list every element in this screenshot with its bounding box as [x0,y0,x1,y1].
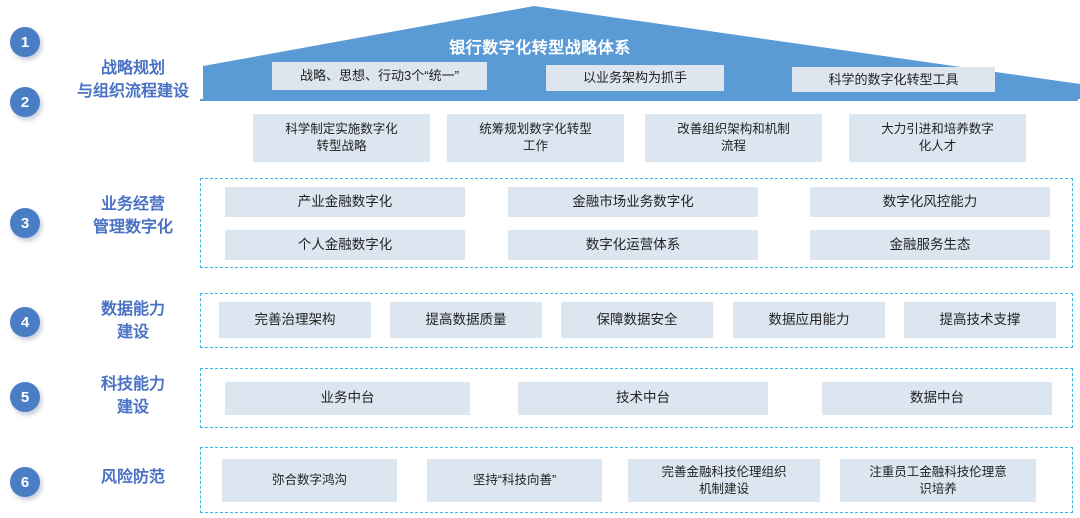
step-badge-3[interactable]: 3 [10,208,40,238]
business-chip-4[interactable]: 个人金融数字化 [225,230,465,260]
rail-label-strategy-line2: 与组织流程建设 [76,83,189,101]
data-chip-4[interactable]: 数据应用能力 [733,302,885,338]
left-rail: 1 2 3 4 5 6 战略规划 与组织流程建设 业务经营 管理数字化 数据能力… [0,0,200,518]
rail-label-tech: 科技能力 建设 [58,373,208,419]
risk-chip-4[interactable]: 注重员工金融科技伦理意识培养 [840,459,1036,502]
strategy-chip-4[interactable]: 大力引进和培养数字化人才 [849,114,1026,162]
rail-label-business: 业务经营 管理数字化 [58,193,208,239]
data-chip-1[interactable]: 完善治理架构 [219,302,371,338]
step-badge-2[interactable]: 2 [10,87,40,117]
rail-label-business-line2: 管理数字化 [92,219,173,237]
band-chip-2[interactable]: 以业务架构为抓手 [546,65,724,91]
band-underline [200,99,1078,101]
step-badge-6[interactable]: 6 [10,467,40,497]
section-data-container [200,293,1073,348]
rail-label-data-line1: 数据能力 [100,301,165,318]
rail-label-tech-line2: 建设 [116,399,149,417]
section-business-container [200,178,1073,268]
step-badge-4[interactable]: 4 [10,307,40,337]
step-badge-5[interactable]: 5 [10,382,40,412]
business-chip-6[interactable]: 金融服务生态 [810,230,1050,260]
rail-label-strategy: 战略规划 与组织流程建设 [58,57,208,103]
data-chip-2[interactable]: 提高数据质量 [390,302,542,338]
rail-label-risk: 风险防范 [58,466,208,489]
strategy-chip-3[interactable]: 改善组织架构和机制流程 [645,114,822,162]
page-title: 银行数字化转型战略体系 [449,40,631,57]
rail-label-strategy-line1: 战略规划 [100,60,165,77]
band-chip-1[interactable]: 战略、思想、行动3个“统一” [272,62,487,90]
section-risk-container [200,447,1073,513]
rail-label-business-line1: 业务经营 [100,196,165,213]
business-chip-2[interactable]: 金融市场业务数字化 [508,187,758,217]
rail-label-data: 数据能力 建设 [58,298,208,344]
risk-chip-3[interactable]: 完善金融科技伦理组织机制建设 [628,459,820,502]
tech-chip-2[interactable]: 技术中台 [518,382,768,415]
tech-chip-3[interactable]: 数据中台 [822,382,1052,415]
rail-label-data-line2: 建设 [116,324,149,342]
band-chip-3[interactable]: 科学的数字化转型工具 [792,67,995,92]
data-chip-5[interactable]: 提高技术支撑 [904,302,1056,338]
data-chip-3[interactable]: 保障数据安全 [561,302,713,338]
tech-chip-1[interactable]: 业务中台 [225,382,470,415]
strategy-chip-2[interactable]: 统筹规划数字化转型工作 [447,114,624,162]
rail-label-risk-line1: 风险防范 [100,469,165,486]
risk-chip-1[interactable]: 弥合数字鸿沟 [222,459,397,502]
business-chip-1[interactable]: 产业金融数字化 [225,187,465,217]
rail-label-tech-line1: 科技能力 [100,376,165,393]
business-chip-5[interactable]: 数字化运营体系 [508,230,758,260]
step-badge-1[interactable]: 1 [10,27,40,57]
strategy-chip-1[interactable]: 科学制定实施数字化转型战略 [253,114,430,162]
section-tech-container [200,368,1073,428]
business-chip-3[interactable]: 数字化风控能力 [810,187,1050,217]
risk-chip-2[interactable]: 坚持“科技向善” [427,459,602,502]
